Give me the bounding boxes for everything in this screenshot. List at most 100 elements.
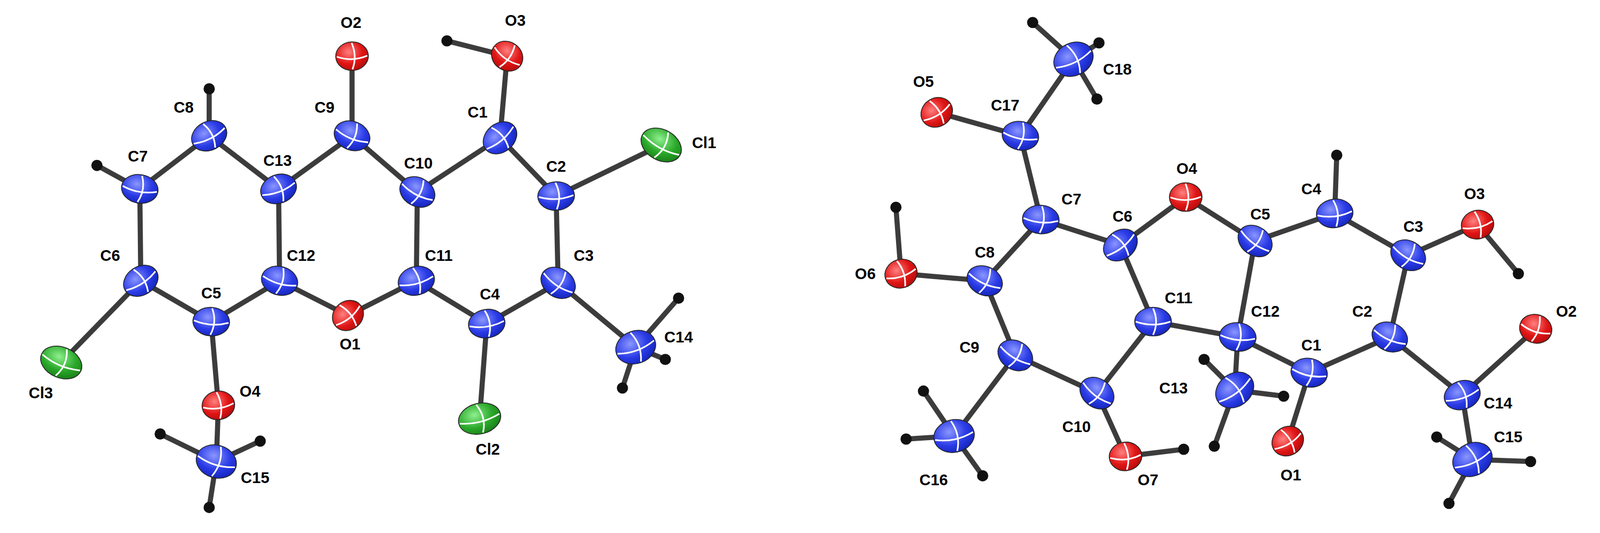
atom-ellipsoid — [1217, 320, 1258, 354]
atom-label: O2 — [340, 14, 362, 31]
octant-line — [1459, 208, 1496, 241]
ellipsoid-body — [200, 389, 237, 422]
octant-line — [395, 263, 437, 299]
atom-label: Cl3 — [28, 385, 53, 401]
ellipsoid-body — [1314, 196, 1355, 230]
atom-label: C15 — [240, 470, 270, 486]
hydrogen-atom — [1512, 267, 1524, 280]
atom-label: C1 — [1301, 336, 1321, 353]
ellipsoid-body — [1266, 420, 1310, 462]
octant-line — [120, 172, 159, 205]
atom-ellipsoid — [35, 339, 87, 385]
atom-label: C8 — [974, 244, 995, 260]
hydrogen-atom — [1208, 440, 1221, 452]
atom-label: C5 — [1250, 206, 1271, 223]
octant-line — [1315, 197, 1354, 229]
octant-line — [1135, 307, 1171, 335]
hydrogen-atom — [1198, 353, 1210, 365]
atom-ellipsoid — [611, 324, 661, 370]
ellipsoid-body — [1107, 440, 1144, 473]
atom-ellipsoid — [1367, 316, 1413, 358]
atom-label: Cl2 — [475, 441, 500, 458]
ellipsoid-body — [1385, 233, 1432, 277]
octant-line — [1049, 37, 1098, 82]
atom-label: C4 — [479, 285, 500, 302]
octant-line — [259, 262, 300, 298]
ellipsoid-body — [117, 258, 164, 303]
octant-line — [916, 92, 958, 132]
hydrogen-atom — [1093, 37, 1105, 49]
ellipsoid-body — [1440, 375, 1485, 415]
atom-label: O2 — [1556, 303, 1577, 320]
ellipsoid-body — [258, 261, 302, 300]
atom-ellipsoid — [192, 305, 231, 337]
atom-ellipsoid — [258, 261, 302, 300]
atom-label: C14 — [664, 328, 693, 345]
ellipsoid-body — [1217, 320, 1258, 354]
atom-ellipsoid — [534, 260, 582, 305]
hydrogen-atom — [1026, 16, 1039, 28]
atom-ellipsoid — [394, 170, 440, 214]
octant-line — [193, 306, 230, 336]
atom-label: C15 — [1493, 429, 1523, 445]
hydrogen-atom — [672, 292, 685, 304]
atom-label: O3 — [1464, 186, 1486, 202]
hydrogen-atom — [659, 353, 672, 365]
hydrogen-atom — [441, 35, 453, 47]
atom-label: C3 — [1403, 218, 1423, 235]
atom-label: C10 — [404, 155, 433, 172]
atom-label: C6 — [100, 247, 121, 263]
octant-line — [456, 399, 503, 438]
ellipsoid-body — [476, 114, 524, 161]
atom-label: O5 — [913, 74, 935, 90]
octant-line — [1170, 183, 1202, 211]
octant-line — [201, 390, 236, 421]
hydrogen-atom — [203, 501, 215, 513]
octant-line — [1267, 421, 1308, 461]
atom-ellipsoid — [915, 91, 959, 134]
atom-label: C18 — [1103, 61, 1132, 78]
ellipsoid-body — [256, 169, 302, 209]
ellipsoid-body — [394, 170, 440, 214]
hydrogen-atom — [1524, 455, 1537, 467]
atom-ellipsoid — [394, 262, 438, 300]
atom-ellipsoid — [1073, 370, 1121, 416]
atom-ellipsoid — [1047, 35, 1099, 83]
ellipsoid-body — [915, 91, 959, 134]
atom-ellipsoid — [200, 389, 237, 422]
ellipsoid-body — [1073, 370, 1121, 416]
octant-line — [487, 36, 528, 76]
atom-ellipsoid — [1288, 354, 1331, 391]
ellipsoid-body — [1021, 203, 1061, 236]
octant-line — [187, 115, 231, 156]
hydrogen-atom — [91, 159, 103, 172]
ellipsoid-body — [930, 415, 978, 457]
atom-label: C6 — [1112, 208, 1133, 225]
ellipsoid-body — [186, 114, 232, 158]
atom-label: C14 — [1483, 395, 1513, 411]
atom-label: C7 — [127, 148, 148, 165]
octant-line — [331, 116, 373, 155]
atom-ellipsoid — [1208, 364, 1261, 415]
hydrogen-atom — [1091, 93, 1103, 105]
atom-label: C13 — [1158, 379, 1188, 396]
atom-ellipsoid — [454, 398, 504, 439]
octant-line — [1448, 437, 1497, 482]
hydrogen-atom — [890, 201, 902, 214]
atom-ellipsoid — [1314, 196, 1355, 230]
atom-label: Cl1 — [692, 135, 717, 151]
hydrogen-atom — [1443, 497, 1455, 509]
atom-label: O1 — [1280, 466, 1302, 483]
atom-label: C12 — [1251, 303, 1280, 320]
ellipsoid-body — [534, 260, 582, 305]
ellipsoid-body — [962, 260, 1008, 302]
atom-ellipsoid — [1231, 218, 1279, 263]
ellipsoid-body — [1367, 316, 1413, 358]
octant-line — [1075, 371, 1119, 414]
octant-line — [963, 261, 1006, 300]
atom-label: O4 — [239, 383, 261, 399]
atom-ellipsoid — [999, 118, 1041, 153]
ellipsoid-body — [326, 294, 370, 337]
atom-label: C4 — [1301, 180, 1321, 197]
hydrogen-atom — [1178, 443, 1190, 455]
